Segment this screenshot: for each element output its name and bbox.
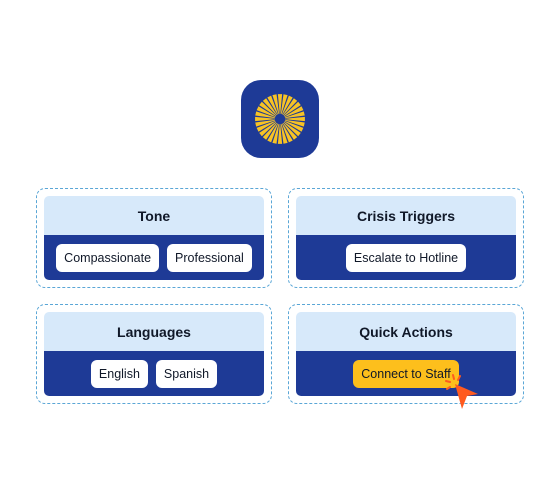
pointer-click-icon <box>445 374 478 409</box>
languages-card-title: Languages <box>44 312 264 351</box>
quick-action-chip-connect-to-staff[interactable]: Connect to Staff <box>353 359 459 388</box>
crisis-triggers-card-title: Crisis Triggers <box>296 196 516 235</box>
sunburst-logo-icon <box>255 94 305 144</box>
crisis-triggers-card: Crisis Triggers Escalate to Hotline <box>296 196 516 280</box>
crisis-triggers-options: Escalate to Hotline <box>296 235 516 280</box>
quick-actions-card: Quick Actions Connect to Staff <box>296 312 516 396</box>
language-chip-english[interactable]: English <box>90 359 148 388</box>
quick-actions-group: Quick Actions Connect to Staff <box>288 304 524 404</box>
quick-actions-card-title: Quick Actions <box>296 312 516 351</box>
language-chip-spanish[interactable]: Spanish <box>155 359 218 388</box>
tone-options: Compassionate Professional <box>44 235 264 280</box>
tone-chip-professional[interactable]: Professional <box>167 243 252 272</box>
languages-group: Languages English Spanish <box>36 304 272 404</box>
languages-options: English Spanish <box>44 351 264 396</box>
crisis-chip-escalate-to-hotline[interactable]: Escalate to Hotline <box>345 243 467 272</box>
quick-actions-options: Connect to Staff <box>296 351 516 396</box>
app-logo <box>241 80 319 158</box>
languages-card: Languages English Spanish <box>44 312 264 396</box>
tone-card: Tone Compassionate Professional <box>44 196 264 280</box>
tone-group: Tone Compassionate Professional <box>36 188 272 288</box>
crisis-triggers-group: Crisis Triggers Escalate to Hotline <box>288 188 524 288</box>
tone-chip-compassionate[interactable]: Compassionate <box>56 243 160 272</box>
tone-card-title: Tone <box>44 196 264 235</box>
